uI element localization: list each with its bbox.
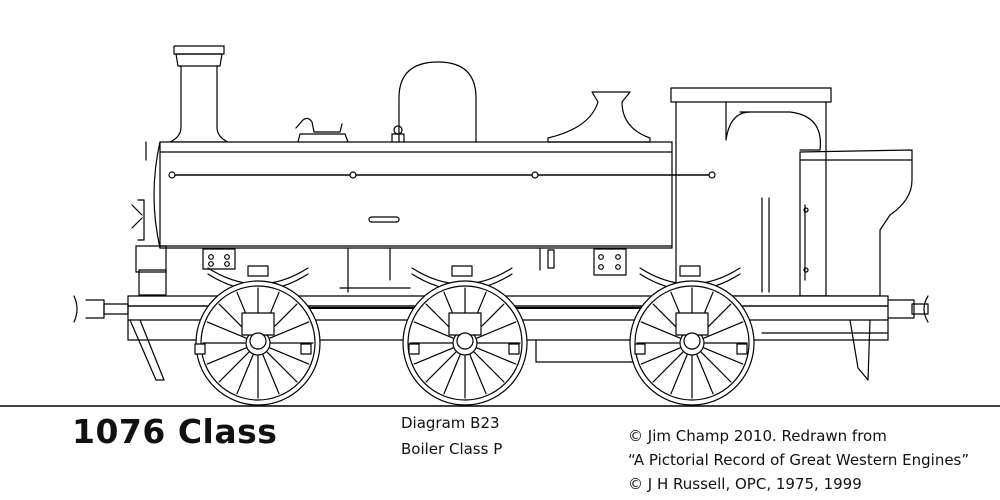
driving-wheel-3 <box>629 280 755 406</box>
locomotive-class-title: 1076 Class <box>72 412 278 451</box>
buffer-rear <box>849 295 929 381</box>
buffer-front <box>73 295 165 381</box>
brake-block-5 <box>634 343 646 355</box>
boiler <box>153 141 716 249</box>
cab <box>670 87 832 297</box>
chimney <box>169 45 229 143</box>
brake-block-1 <box>194 343 206 355</box>
wheels <box>194 280 755 406</box>
valve-bonnet <box>547 91 651 143</box>
credit-line-3: © J H Russell, OPC, 1975, 1999 <box>628 475 862 493</box>
diagram-label: Diagram B23 <box>401 414 500 432</box>
driving-wheel-2 <box>402 280 528 406</box>
credit-line-2: “A Pictorial Record of Great Western Eng… <box>628 451 970 469</box>
brake-block-2 <box>300 343 312 355</box>
brake-block-4 <box>508 343 520 355</box>
brake-block-6 <box>736 343 748 355</box>
credit-line-1: © Jim Champ 2010. Redrawn from <box>628 427 887 445</box>
boiler-class-label: Boiler Class P <box>401 440 503 458</box>
brake-block-3 <box>408 343 420 355</box>
driving-wheel-1 <box>195 280 321 406</box>
smokebox-fittings <box>131 141 167 296</box>
tank-details <box>202 247 627 293</box>
dome <box>398 61 477 143</box>
bunker <box>799 149 913 297</box>
safety-valves <box>295 117 405 143</box>
